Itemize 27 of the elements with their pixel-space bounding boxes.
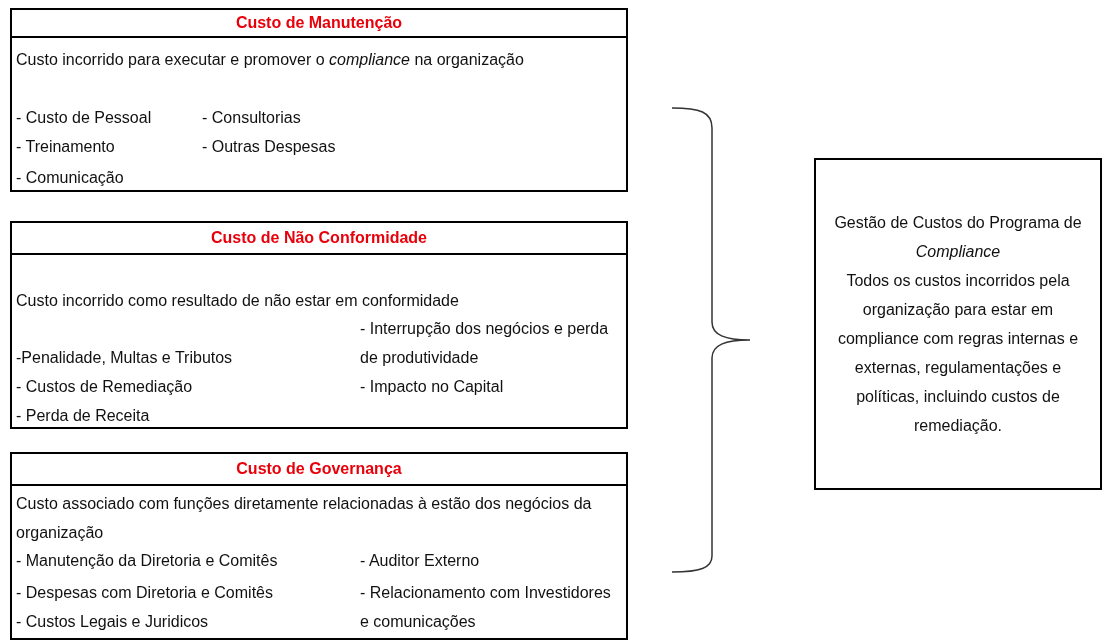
category-description: Custo incorrido para executar e promover o compliance na organização [16, 50, 525, 70]
cost-item: - Impacto no Capital [360, 377, 504, 397]
summary-text: Todos os custos incorridos pela organização para estar em compliance com regras internas e externas, regulamentações e políticas, incluindo custos de remediação. [836, 271, 1080, 436]
summary-title: Gestão de Custos do Programa de Compliance [833, 213, 1083, 262]
cost-item: - Outras Despesas [202, 137, 336, 157]
cost-item: - Treinamento [16, 137, 115, 157]
cost-item: -Penalidade, Multas e Tributos [16, 348, 233, 368]
category-description: Custo associado com funções diretamente relacionadas à estão dos negócios da organização [16, 494, 593, 543]
cost-item: - Custo de Pessoal [16, 108, 152, 128]
cost-item: - Perda de Receita [16, 406, 150, 426]
cost-item: - Despesas com Diretoria e Comitês [16, 583, 273, 603]
cost-item: - Comunicação [16, 168, 124, 188]
cost-item: - Custos Legais e Juridicos [16, 612, 209, 632]
cost-item: - Consultorias [202, 108, 301, 128]
cost-item: - Auditor Externo [360, 551, 480, 571]
category-heading: Custo de Manutenção [12, 10, 626, 38]
cost-category-box [10, 452, 628, 640]
summary-box [814, 158, 1102, 490]
category-heading: Custo de Governança [12, 454, 626, 486]
cost-item: - Interrupção dos negócios e perda de produtividade [360, 319, 610, 368]
category-description: Custo incorrido como resultado de não estar em conformidade [16, 291, 460, 311]
cost-item: - Manutenção da Diretoria e Comitês [16, 551, 278, 571]
cost-category-box [10, 221, 628, 429]
cost-category-box [10, 8, 628, 192]
cost-item: - Relacionamento com Investidores e comunicações [360, 583, 612, 632]
cost-item: - Custos de Remediação [16, 377, 193, 397]
category-heading: Custo de Não Conformidade [12, 223, 626, 255]
